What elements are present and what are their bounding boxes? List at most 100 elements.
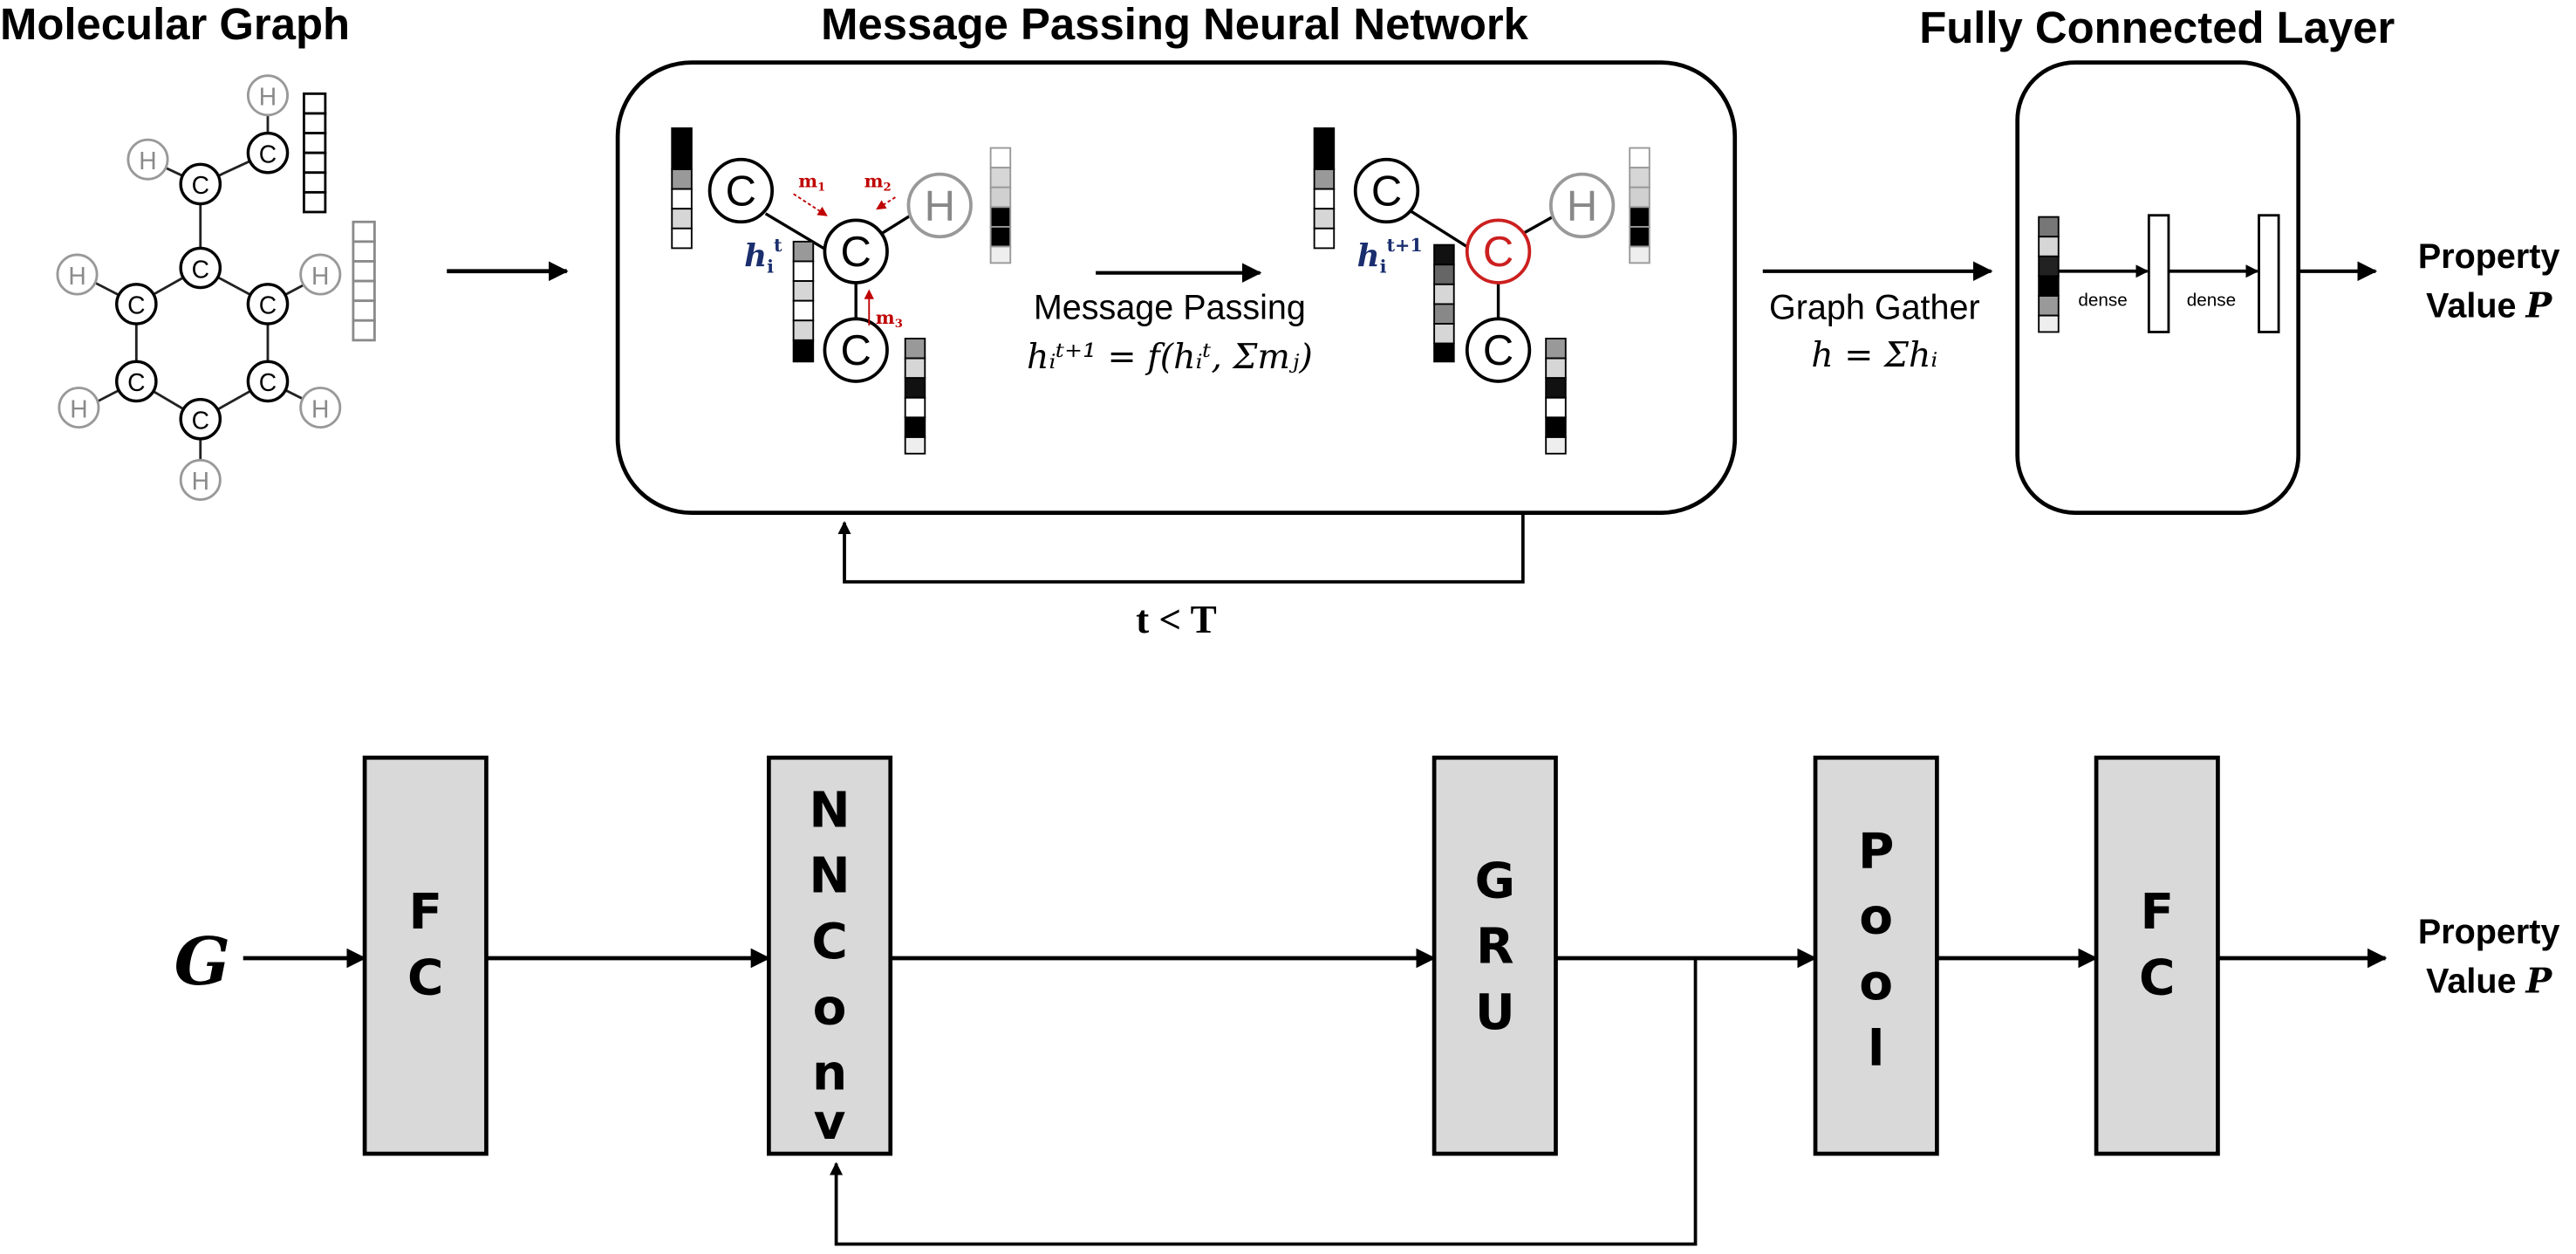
- carbon-atom: C: [179, 397, 222, 441]
- vector-center-h-t: [792, 240, 815, 363]
- carbon-atom: C: [1353, 157, 1420, 224]
- block-fc-2: [2094, 755, 2220, 1156]
- block-nnconv-letter: N: [809, 848, 850, 905]
- carbon-atom: C: [246, 360, 290, 403]
- hydrogen-atom: H: [179, 458, 222, 501]
- message-label-2: m2: [864, 171, 892, 195]
- block-fc-1-letter: F: [408, 884, 442, 941]
- svg-text:C: C: [192, 171, 209, 199]
- mpnn-after-graph: C C H C hit+1: [1313, 127, 1650, 455]
- svg-text:H: H: [70, 394, 87, 422]
- input-graph-label: G: [174, 922, 230, 1000]
- block-pool-letter: o: [1859, 889, 1893, 946]
- pipeline-output-line2: Value P: [2426, 962, 2552, 1002]
- output-label-line2: Value P: [2426, 285, 2552, 325]
- block-fc-1-letter: C: [407, 949, 443, 1006]
- hydrogen-atom: H: [58, 387, 100, 429]
- dense-layer-2: [2258, 214, 2280, 333]
- carbon-feature-vector: [302, 92, 327, 214]
- hydrogen-atom: H: [126, 138, 169, 181]
- block-nnconv: [767, 755, 893, 1156]
- update-formula: hᵢᵗ⁺¹ = f(hᵢᵗ, Σmⱼ): [1027, 337, 1313, 377]
- molecular-graph: C C C C C C C C H H H H H H H: [56, 74, 376, 501]
- block-nnconv-letter: v: [814, 1094, 846, 1151]
- block-nnconv-letter: o: [813, 979, 847, 1036]
- vector-bottom-c: [1545, 338, 1567, 455]
- dense-layer-1: [2147, 214, 2170, 333]
- svg-text:C: C: [259, 291, 277, 319]
- carbon-atom: C: [115, 283, 158, 325]
- vector-left-c: [1313, 127, 1336, 250]
- carbon-atom: C: [1465, 317, 1532, 383]
- hydrogen-atom: H: [1548, 172, 1616, 239]
- block-gru: [1431, 755, 1558, 1156]
- block-fc-2-letter: C: [2139, 949, 2175, 1006]
- svg-text:H: H: [311, 262, 329, 290]
- carbon-atom: C: [115, 360, 158, 403]
- vector-bottom-c: [904, 338, 926, 455]
- svg-text:C: C: [1371, 168, 1402, 215]
- hidden-state-label-t: hit: [744, 235, 782, 277]
- graph-vector: [2038, 216, 2060, 333]
- block-gru-letter: R: [1476, 919, 1514, 976]
- carbon-atom: C: [179, 246, 222, 290]
- hydrogen-feature-vector: [352, 220, 376, 342]
- mpnn-loop: t < T: [837, 512, 1525, 641]
- block-gru-letter: G: [1475, 853, 1515, 909]
- hydrogen-atom: H: [906, 172, 973, 239]
- vector-right-h: [1629, 147, 1650, 264]
- mpnn-before-graph: C C H C m1 m2 m3 hit: [671, 127, 1012, 455]
- gather-formula: h = Σhᵢ: [1811, 335, 1937, 375]
- block-nnconv-letter: C: [811, 914, 847, 970]
- message-arrow-2: [876, 196, 896, 210]
- output-label-line1: Property: [2418, 237, 2560, 276]
- recurrent-feedback-arrow: [830, 957, 1698, 1246]
- block-fc-1: [362, 755, 489, 1156]
- message-arrow-1: [793, 193, 828, 216]
- carbon-atom: C: [246, 131, 290, 175]
- title-molecular-graph: Molecular Graph: [0, 0, 350, 49]
- svg-text:H: H: [259, 83, 277, 111]
- svg-text:H: H: [139, 147, 156, 175]
- block-gru-letter: U: [1475, 984, 1515, 1041]
- block-nnconv-letter: n: [812, 1045, 847, 1102]
- svg-text:C: C: [192, 255, 209, 283]
- hydrogen-atom: H: [299, 387, 342, 429]
- message-label-1: m1: [798, 171, 825, 195]
- hydrogen-atom: H: [56, 253, 99, 296]
- vector-right-h: [989, 147, 1012, 264]
- carbon-atom: C: [707, 157, 775, 224]
- svg-text:C: C: [1483, 229, 1513, 276]
- carbon-atom: C: [823, 317, 889, 383]
- svg-text:C: C: [259, 368, 277, 396]
- svg-text:C: C: [127, 291, 145, 319]
- block-pool-letter: o: [1859, 955, 1893, 1011]
- block-pool-letter: P: [1858, 823, 1894, 880]
- hydrogen-atom: H: [299, 253, 342, 296]
- svg-text:H: H: [68, 262, 85, 290]
- svg-text:H: H: [192, 467, 209, 495]
- pipeline: G F C N N C o n v G R U P o o l F C Prop…: [174, 755, 2560, 1246]
- loop-condition: t < T: [1136, 598, 1217, 641]
- vector-left-c: [671, 127, 693, 250]
- svg-text:C: C: [192, 407, 209, 435]
- title-fc-layer: Fully Connected Layer: [1919, 3, 2395, 52]
- block-pool: [1813, 755, 1939, 1156]
- pipeline-output-line1: Property: [2418, 913, 2560, 951]
- updated-carbon-atom: C: [1465, 218, 1532, 284]
- svg-text:H: H: [925, 182, 955, 230]
- carbon-atom: C: [179, 162, 222, 206]
- dense-label-1: dense: [2078, 290, 2127, 310]
- mpnn-box: [615, 60, 1738, 515]
- message-label-3: m3: [876, 307, 903, 331]
- svg-text:C: C: [841, 327, 871, 374]
- hydrogen-atom: H: [246, 74, 289, 117]
- title-mpnn: Message Passing Neural Network: [821, 0, 1528, 49]
- svg-text:C: C: [127, 368, 145, 396]
- svg-text:C: C: [726, 168, 756, 215]
- svg-text:C: C: [259, 140, 277, 168]
- graph-gather-label: Graph Gather: [1769, 288, 1980, 326]
- svg-text:H: H: [1567, 182, 1597, 230]
- dense-label-2: dense: [2187, 290, 2236, 310]
